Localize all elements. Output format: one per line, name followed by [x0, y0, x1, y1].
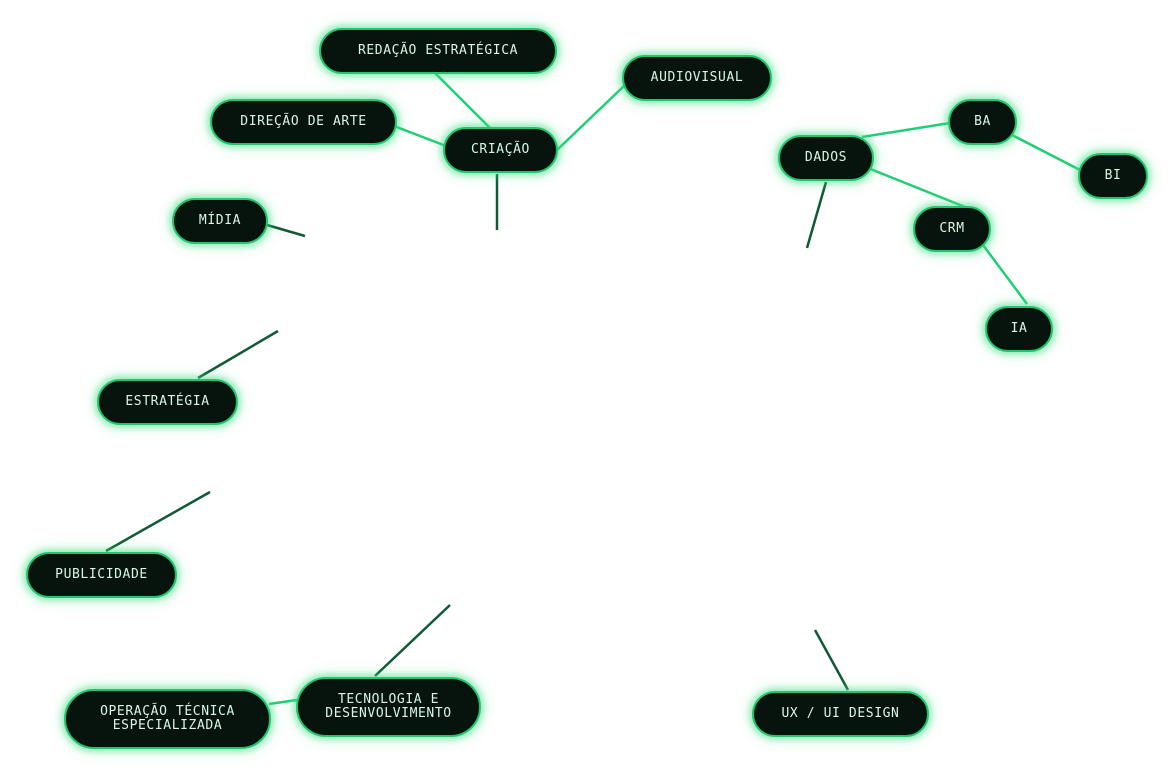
link-dados-ba [861, 121, 951, 139]
stub-publicidade [105, 490, 211, 553]
stub-ux [813, 629, 850, 691]
link-redacao-criacao [434, 72, 493, 131]
node-criacao[interactable]: CRIAÇÃO [443, 127, 558, 173]
link-direcao-criacao [393, 124, 447, 148]
link-audiovisual-criacao [555, 85, 625, 152]
link-crm-ia [981, 244, 1029, 305]
link-dados-crm [867, 166, 966, 209]
node-audiovisual[interactable]: AUDIOVISUAL [622, 55, 772, 101]
node-tecnologia-e-desenvolvimento[interactable]: TECNOLOGIA E DESENVOLVIMENTO [296, 677, 481, 737]
stub-midia [266, 223, 306, 238]
link-ba-bi [1011, 133, 1081, 172]
node-operacao-tecnica-especializada[interactable]: OPERAÇÃO TÉCNICA ESPECIALIZADA [64, 689, 271, 749]
stub-estrategia [197, 329, 279, 380]
stub-tecnologia [374, 604, 451, 677]
node-crm[interactable]: CRM [913, 206, 991, 252]
node-ux-ui-design[interactable]: UX / UI DESIGN [752, 691, 929, 737]
link-operacao-tecnologia [268, 698, 298, 706]
node-publicidade[interactable]: PUBLICIDADE [26, 552, 177, 598]
node-ba[interactable]: BA [948, 99, 1017, 145]
node-direcao-de-arte[interactable]: DIREÇÃO DE ARTE [210, 99, 397, 145]
node-bi[interactable]: BI [1078, 153, 1148, 199]
stub-dados [805, 181, 828, 249]
node-ia[interactable]: IA [985, 306, 1053, 352]
node-estrategia[interactable]: ESTRATÉGIA [97, 379, 238, 425]
node-midia[interactable]: MÍDIA [172, 198, 268, 244]
node-redacao-estrategica[interactable]: REDAÇÃO ESTRATÉGICA [319, 28, 557, 74]
node-dados[interactable]: DADOS [778, 135, 874, 181]
